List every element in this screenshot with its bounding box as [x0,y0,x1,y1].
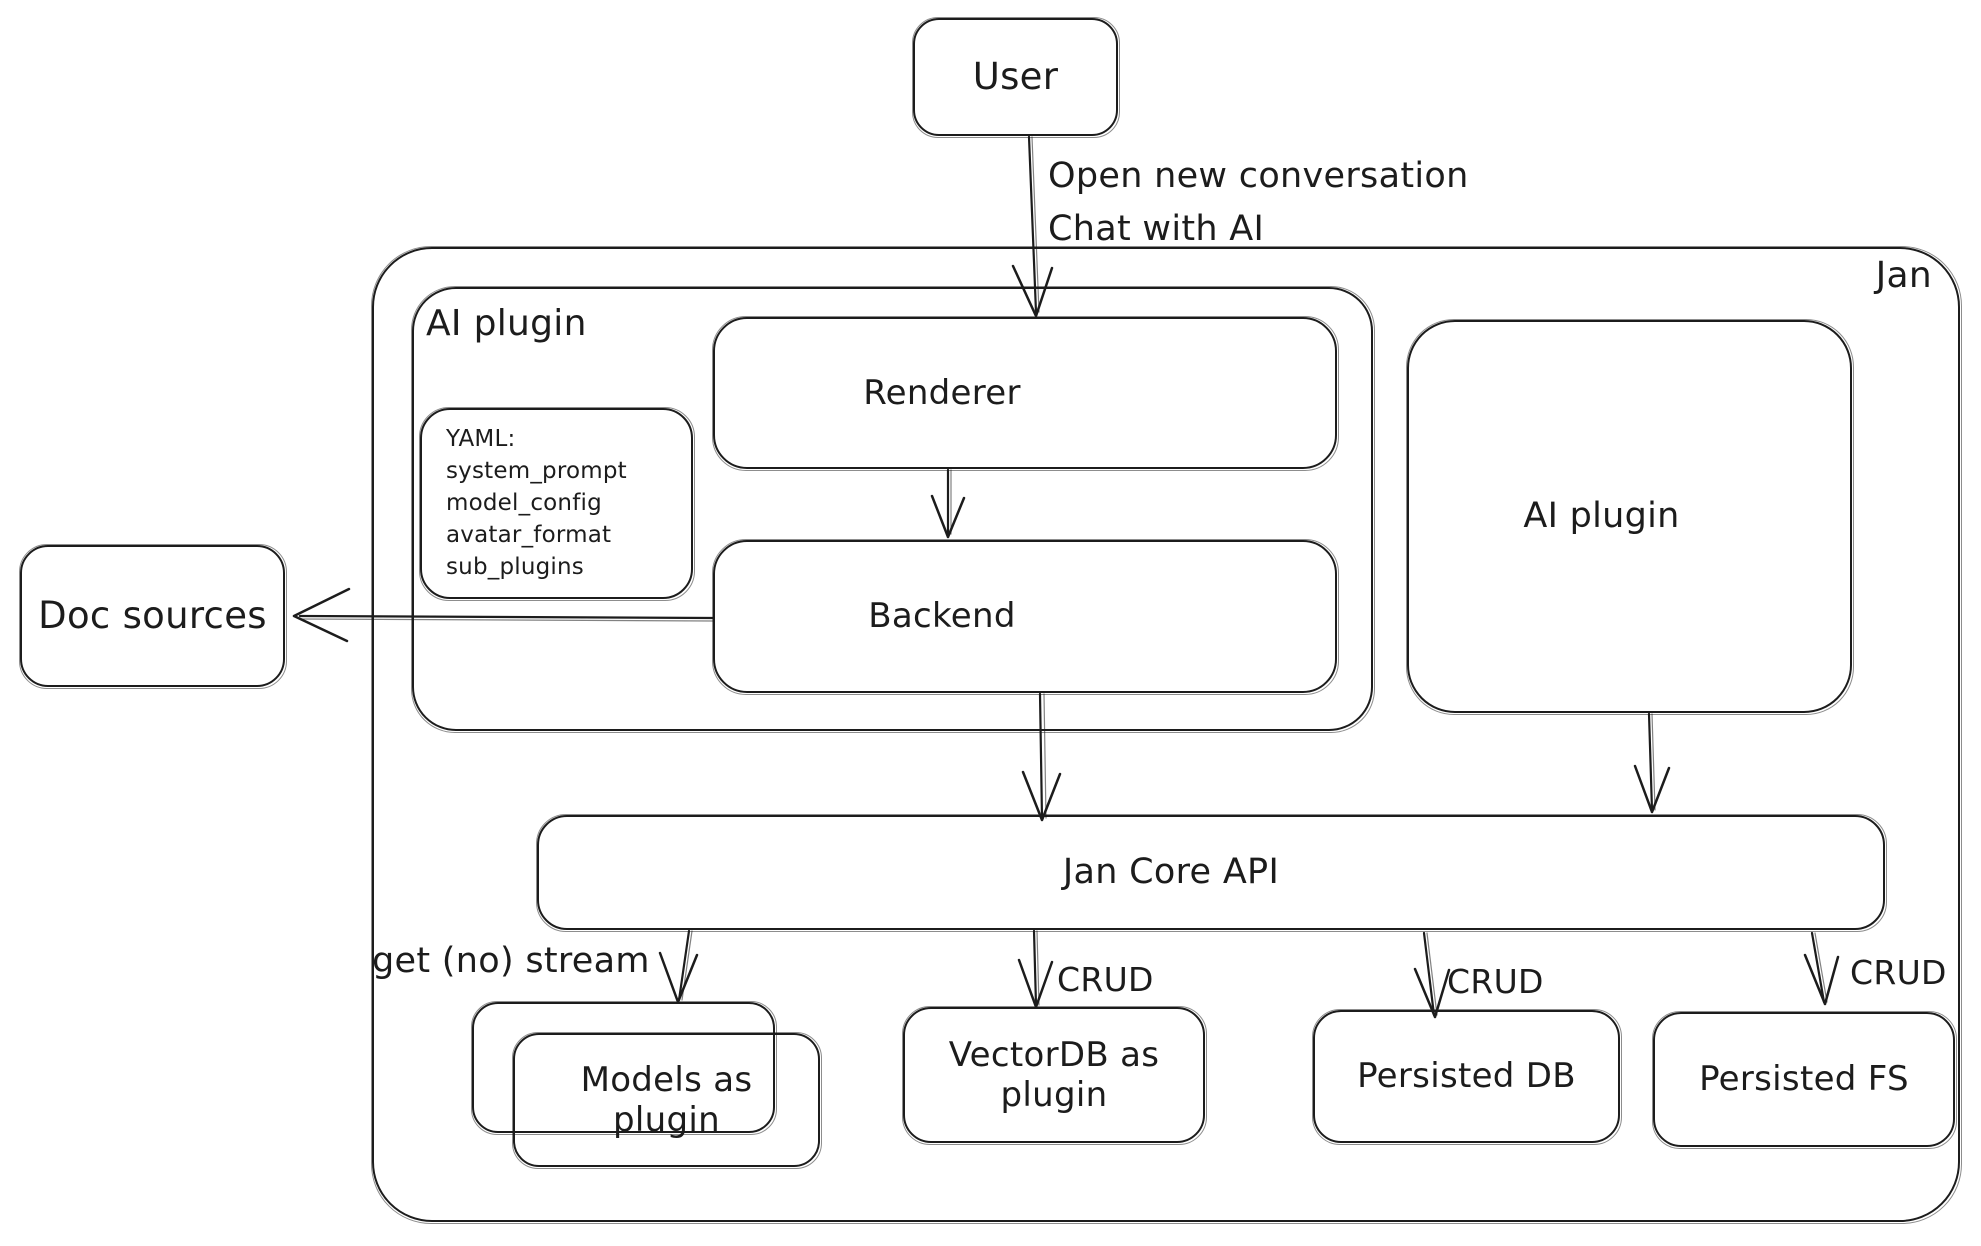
persisted-db-label: Persisted DB [1357,1056,1576,1097]
edge-label-line: Open new conversation [1048,156,1469,196]
edge-label-line: Chat with AI [1048,209,1265,249]
doc-sources-node: Doc sources [18,543,287,689]
yaml-note-text: YAML: system_prompt model_config avatar_… [422,410,627,583]
yaml-line: system_prompt [446,458,627,484]
user-node-label: User [972,55,1059,99]
yaml-line: sub_plugins [446,554,584,580]
edge-label-crud-persisted-db: CRUD [1447,962,1544,1001]
ai-plugin-right-node: AI plugin [1405,318,1854,715]
persisted-fs-label: Persisted FS [1699,1059,1909,1100]
renderer-node-label: Renderer [863,372,1021,413]
backend-node: Backend [711,538,1339,695]
models-as-plugin-node: Models as plugin [511,1031,822,1169]
yaml-line: avatar_format [446,522,612,548]
persisted-fs-node: Persisted FS [1651,1010,1957,1149]
ai-plugin-right-label: AI plugin [1523,495,1680,536]
vectordb-as-plugin-label: VectorDB as plugin [948,1034,1160,1115]
renderer-node: Renderer [711,315,1339,471]
jan-core-api-node: Jan Core API [535,813,1887,932]
backend-node-label: Backend [868,596,1016,637]
doc-sources-label: Doc sources [38,594,267,638]
user-node: User [911,16,1120,138]
ai-plugin-group-label: AI plugin [426,303,587,344]
edge-label-get-no-stream: get (no) stream [372,941,650,981]
yaml-line: YAML: [446,426,516,452]
models-as-plugin-label: Models as plugin [580,1059,753,1140]
edge-label-crud-vectordb: CRUD [1057,960,1154,999]
yaml-line: model_config [446,490,602,516]
persisted-db-node: Persisted DB [1311,1008,1622,1145]
edge-label-user-to-renderer: Open new conversation Chat with AI [1048,150,1469,256]
jan-container-label: Jan [1875,255,1932,296]
vectordb-as-plugin-node: VectorDB as plugin [901,1005,1207,1145]
edge-label-crud-persisted-fs: CRUD [1850,953,1947,992]
yaml-note-box: YAML: system_prompt model_config avatar_… [418,406,695,601]
jan-core-api-label: Jan Core API [1062,851,1280,892]
